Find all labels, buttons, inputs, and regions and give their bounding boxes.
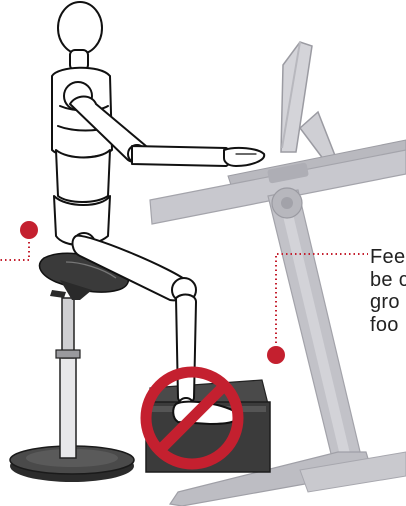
- figure-shin: [176, 295, 196, 404]
- callout-line-2: be c: [370, 269, 406, 292]
- callout-text: Fee be c gro foo: [370, 246, 406, 336]
- callout-line-3: gro: [370, 291, 406, 314]
- callout-line-4: foo: [370, 314, 406, 337]
- monitor: [281, 42, 336, 160]
- figure-hand: [224, 148, 264, 166]
- stool-column: [60, 352, 76, 458]
- figure-head: [58, 2, 102, 54]
- active-stool: [10, 253, 134, 482]
- callout-left: [0, 221, 38, 260]
- callout-dot-right: [267, 346, 285, 364]
- callout-dot-left: [20, 221, 38, 239]
- callout-line-1: Fee: [370, 246, 406, 269]
- figure-forearm: [132, 146, 231, 166]
- desk-leg: [268, 188, 362, 466]
